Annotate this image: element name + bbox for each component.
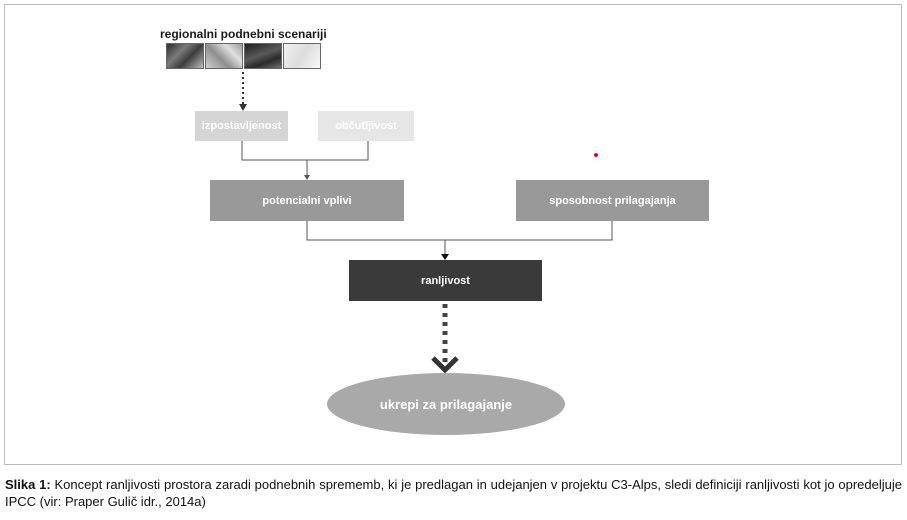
- figure-caption: Slika 1: Koncept ranljivosti prostora za…: [5, 476, 902, 510]
- caption-text: Koncept ranljivosti prostora zaradi podn…: [5, 477, 902, 509]
- arrowhead-ranljivost: [441, 254, 449, 260]
- scenarios-title: regionalni podnebni scenariji: [160, 27, 327, 41]
- node-potencialni-vplivi: potencialni vplivi: [210, 180, 404, 221]
- ukrepi-chevron: [431, 356, 459, 374]
- node-obcutljivost: občutljivost: [318, 111, 414, 141]
- scenario-map-4: [283, 43, 321, 69]
- caption-label: Slika 1:: [5, 477, 51, 492]
- node-ranljivost: ranljivost: [349, 260, 542, 301]
- arrowhead-potencialni: [304, 175, 310, 180]
- scenario-map-3: [244, 43, 282, 69]
- red-dot-marker: [594, 153, 598, 157]
- scenario-map-2: [205, 43, 243, 69]
- scenario-arrowhead: [239, 104, 247, 111]
- node-izpostavljenost: izpostavljenost: [195, 111, 288, 141]
- node-ukrepi-za-prilagajanje: ukrepi za prilagajanje: [327, 373, 565, 435]
- scenario-map-1: [166, 43, 204, 69]
- node-sposobnost-prilagajanja: sposobnost prilagajanja: [516, 180, 709, 221]
- merge-line-top: [241, 141, 369, 161]
- merge-line-middle: [306, 221, 613, 241]
